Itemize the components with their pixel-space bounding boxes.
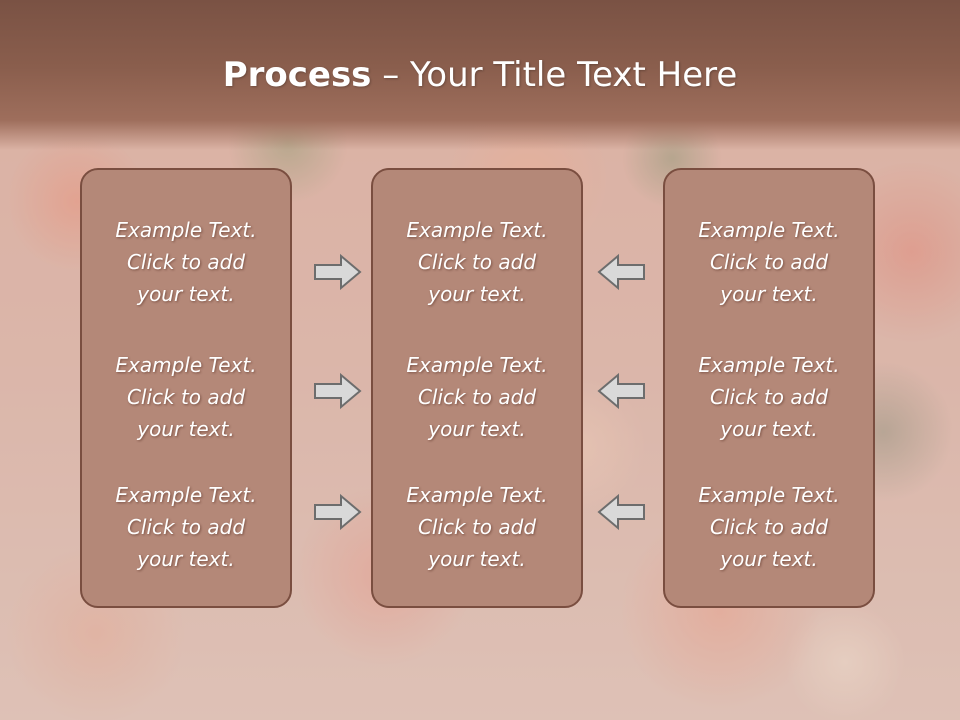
arrow-right-icon[interactable] — [313, 372, 363, 410]
title-bar — [0, 0, 960, 150]
text-placeholder[interactable]: Example Text. Click to add your text. — [373, 349, 581, 445]
text-placeholder[interactable]: Example Text. Click to add your text. — [373, 479, 581, 575]
arrow-left-icon[interactable] — [596, 493, 646, 531]
arrow-right-icon[interactable] — [313, 253, 363, 291]
text-line: Example Text. — [406, 353, 548, 377]
text-placeholder[interactable]: Example Text. Click to add your text. — [373, 214, 581, 310]
process-box-middle[interactable]: Example Text. Click to add your text. Ex… — [371, 168, 583, 608]
text-line: Click to add — [417, 250, 537, 274]
text-placeholder[interactable]: Example Text. Click to add your text. — [665, 349, 873, 445]
title-strong: Process — [222, 55, 372, 95]
process-box-right[interactable]: Example Text. Click to add your text. Ex… — [663, 168, 875, 608]
text-line: your text. — [137, 547, 235, 571]
text-placeholder[interactable]: Example Text. Click to add your text. — [665, 214, 873, 310]
slide-title[interactable]: Process – Your Title Text Here — [0, 54, 960, 96]
text-line: Click to add — [417, 385, 537, 409]
text-placeholder[interactable]: Example Text. Click to add your text. — [665, 479, 873, 575]
process-box-left[interactable]: Example Text. Click to add your text. Ex… — [80, 168, 292, 608]
text-line: Example Text. — [698, 218, 840, 242]
text-line: Example Text. — [406, 218, 548, 242]
text-line: Click to add — [709, 385, 829, 409]
arrow-right-icon[interactable] — [313, 493, 363, 531]
text-line: your text. — [720, 282, 818, 306]
text-line: Click to add — [126, 385, 246, 409]
text-line: Example Text. — [115, 353, 257, 377]
text-line: Example Text. — [698, 483, 840, 507]
text-line: your text. — [137, 417, 235, 441]
text-line: Click to add — [709, 515, 829, 539]
text-placeholder[interactable]: Example Text. Click to add your text. — [82, 214, 290, 310]
text-line: Example Text. — [698, 353, 840, 377]
text-line: your text. — [428, 417, 526, 441]
text-line: Click to add — [126, 250, 246, 274]
text-line: Example Text. — [115, 483, 257, 507]
text-line: your text. — [428, 282, 526, 306]
title-rest: – Your Title Text Here — [371, 55, 738, 95]
text-line: Example Text. — [115, 218, 257, 242]
text-placeholder[interactable]: Example Text. Click to add your text. — [82, 479, 290, 575]
text-line: your text. — [720, 547, 818, 571]
text-line: Click to add — [126, 515, 246, 539]
text-line: Example Text. — [406, 483, 548, 507]
arrow-left-icon[interactable] — [596, 253, 646, 291]
text-line: Click to add — [709, 250, 829, 274]
text-line: your text. — [137, 282, 235, 306]
text-line: Click to add — [417, 515, 537, 539]
text-placeholder[interactable]: Example Text. Click to add your text. — [82, 349, 290, 445]
text-line: your text. — [428, 547, 526, 571]
text-line: your text. — [720, 417, 818, 441]
arrow-left-icon[interactable] — [596, 372, 646, 410]
